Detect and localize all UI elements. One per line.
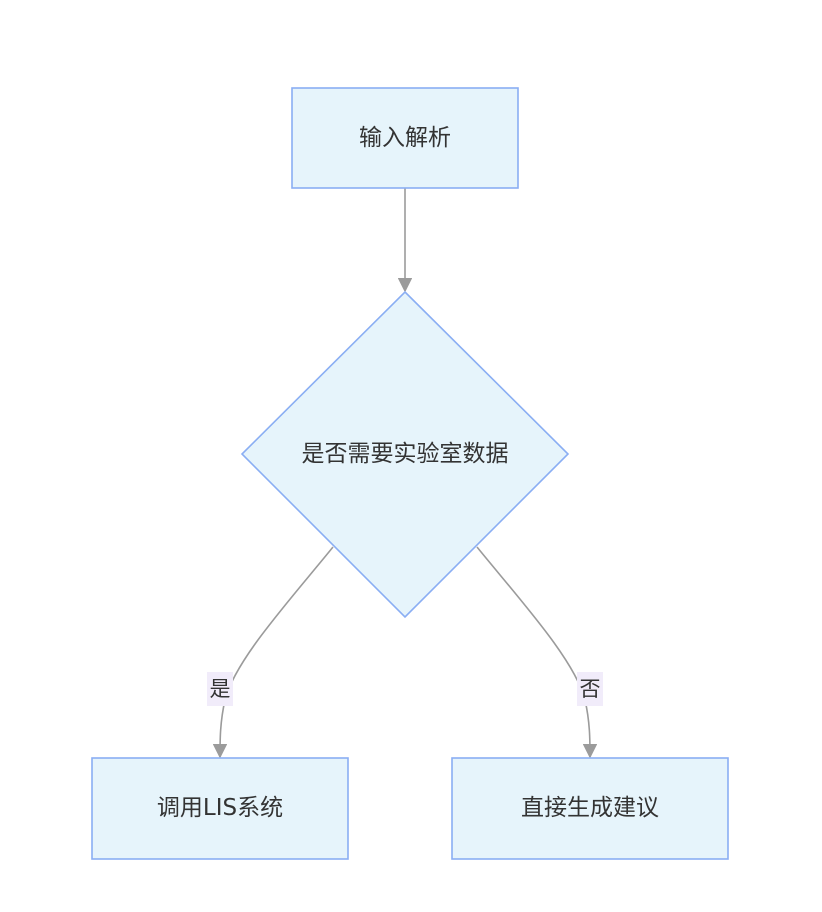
node-decision-label: 是否需要实验室数据 [302, 441, 509, 467]
node-decision: 是否需要实验室数据 [240, 290, 570, 619]
node-input-parse: 输入解析 [291, 87, 519, 189]
edge-decision-to-call-lis [212, 546, 334, 759]
edge-label-no: 否 [577, 672, 603, 706]
edge-label-yes-bg [207, 672, 233, 706]
edge-decision-to-direct [476, 546, 598, 759]
node-call-lis-label: 调用LIS系统 [157, 795, 283, 821]
node-direct-advice: 直接生成建议 [451, 757, 729, 860]
node-call-lis: 调用LIS系统 [91, 757, 349, 860]
node-call-lis-box [91, 757, 349, 860]
edge-label-yes: 是 [207, 672, 233, 706]
node-input-parse-label: 输入解析 [359, 125, 451, 151]
node-direct-advice-label: 直接生成建议 [521, 795, 659, 821]
edge-label-no-bg [577, 672, 603, 706]
edge-label-yes-text: 是 [210, 677, 231, 701]
edge-label-no-text: 否 [580, 677, 601, 701]
node-direct-advice-box [451, 757, 729, 860]
node-input-parse-box [291, 87, 519, 189]
node-decision-diamond [240, 290, 570, 619]
